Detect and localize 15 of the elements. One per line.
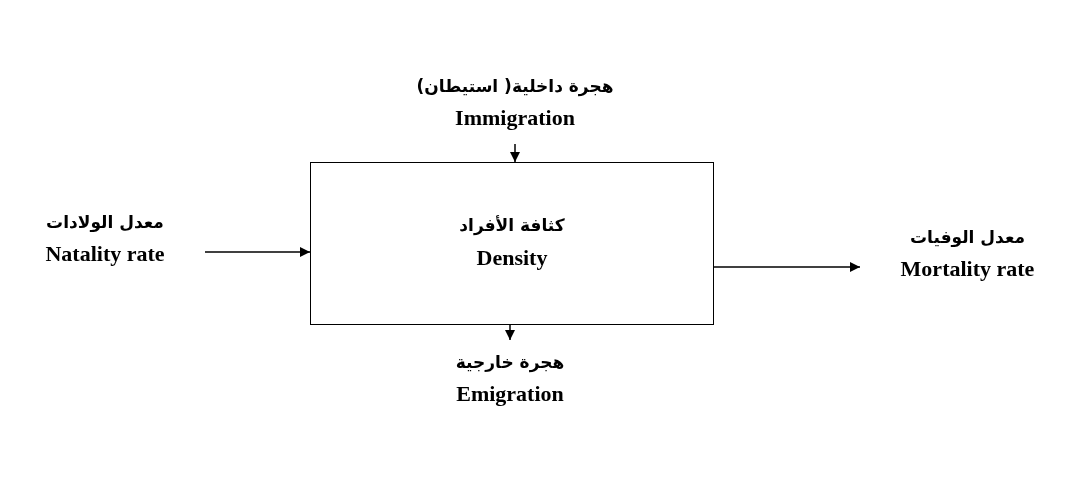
- arrow: [505, 324, 515, 341]
- node-text: Immigration: [455, 104, 575, 132]
- node-text: معدل الولادات: [46, 210, 164, 234]
- arrow: [204, 247, 311, 257]
- node-text: Mortality rate: [900, 255, 1035, 283]
- node-text: Density: [476, 243, 548, 272]
- node-text: Natality rate: [45, 240, 165, 268]
- node-text: معدل الوفيات: [910, 225, 1025, 249]
- process-box: [310, 162, 714, 325]
- node-text: هجرة خارجية: [455, 350, 565, 375]
- node-text: كثافة الأفراد: [459, 214, 565, 238]
- arrow: [510, 143, 520, 163]
- arrow: [713, 262, 861, 272]
- node-text: هجرة داخلية( استيطان): [416, 74, 614, 99]
- node-text: Emigration: [456, 380, 564, 408]
